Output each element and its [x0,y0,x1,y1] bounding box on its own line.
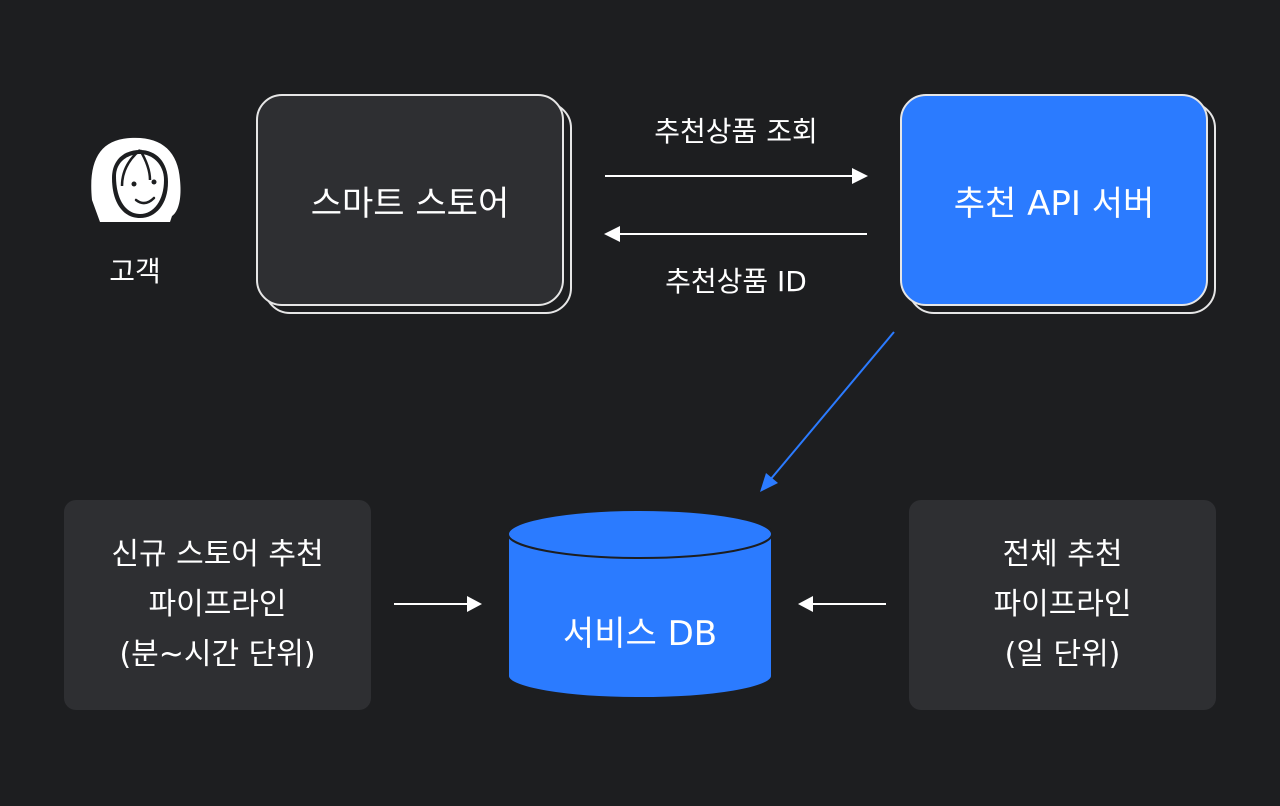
customer-label: 고객 [109,255,161,288]
service-db-label: 서비스 DB [562,614,718,654]
full-pipeline-line-3: (일 단위) [1004,637,1121,672]
new-pipeline-line-2: 파이프라인 [148,587,287,622]
response-arrow [604,226,867,242]
full-pipeline-panel: 전체 추천 파이프라인 (일 단위) [909,500,1216,710]
new-store-pipeline-panel: 신규 스토어 추천 파이프라인 (분~시간 단위) [64,500,371,710]
full-pipeline-line-1: 전체 추천 [1002,537,1123,572]
service-db-cylinder [507,509,773,699]
full-pipeline-arrow [798,596,886,612]
new-pipeline-line-3: (분~시간 단위) [119,637,316,672]
new-pipeline-line-1: 신규 스토어 추천 [111,537,324,572]
request-arrow [605,168,868,184]
full-pipeline-line-2: 파이프라인 [993,587,1132,622]
rec-api-box: 추천 API 서버 [900,94,1208,306]
request-label: 추천상품 조회 [654,115,818,148]
response-label: 추천상품 ID [665,265,807,298]
rec-api-label: 추천 API 서버 [953,183,1155,224]
smart-store-box: 스마트 스토어 [256,94,564,306]
customer-face-icon [91,137,181,222]
new-pipeline-arrow [394,596,482,612]
api-to-db-arrow [760,331,895,492]
smart-store-label: 스마트 스토어 [310,183,510,224]
